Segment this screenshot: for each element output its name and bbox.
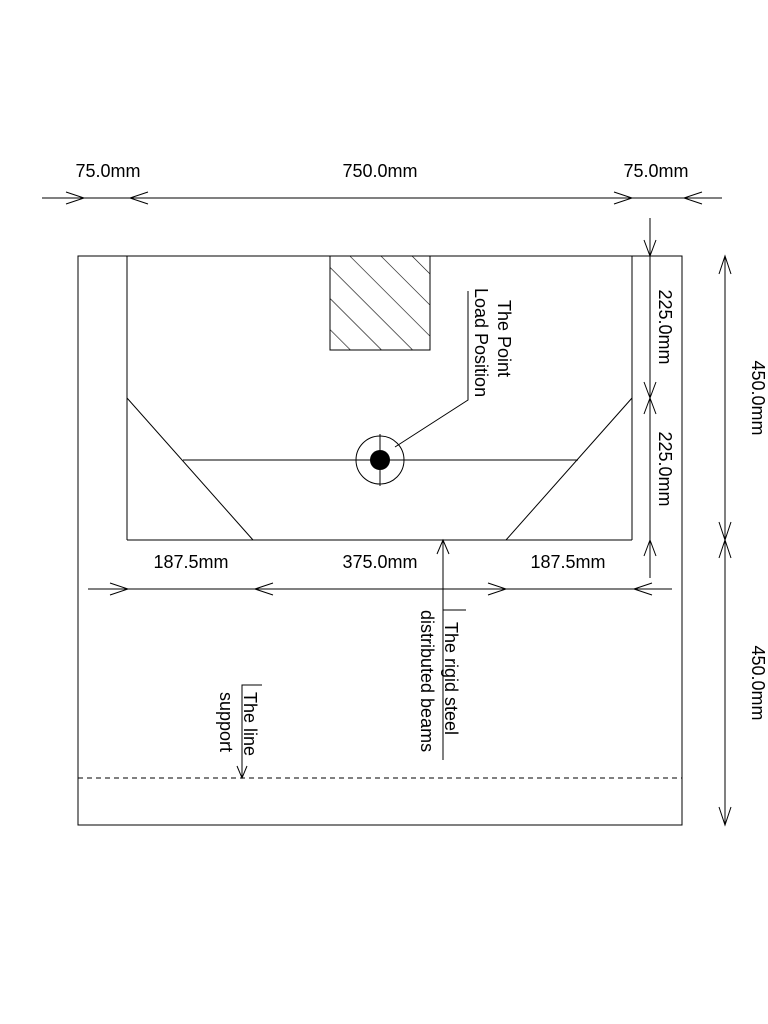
dim-vertical-lower: 225.0mm [655, 431, 675, 506]
dim-inner-right: 187.5mm [530, 552, 605, 572]
dim-outer-upper: 450.0mm [748, 360, 768, 435]
line-support-leader [241, 684, 262, 778]
dim-inner-middle: 375.0mm [342, 552, 417, 572]
support-label-line2: support [216, 692, 236, 752]
beams-label-line2: distributed beams [417, 610, 437, 752]
outer-vertical-dimension [718, 254, 732, 827]
point-load-symbol [354, 434, 406, 486]
hatched-block [329, 255, 431, 351]
point-load-label-line2: Load Position [471, 288, 491, 397]
dim-inner-left: 187.5mm [153, 552, 228, 572]
beams-label-line1: The rigid steel [441, 622, 461, 735]
point-load-leader [394, 291, 469, 448]
support-label-line1: The line [240, 692, 260, 756]
dim-outer-lower: 450.0mm [748, 645, 768, 720]
dim-top-right: 75.0mm [623, 161, 688, 181]
point-load-label-line1: The Point [494, 300, 514, 377]
inner-dimension-line [88, 582, 672, 596]
top-dimension-line [42, 191, 722, 205]
inner-vertical-dimension [643, 218, 657, 578]
dim-top-middle: 750.0mm [342, 161, 417, 181]
dim-top-left: 75.0mm [75, 161, 140, 181]
dim-vertical-upper: 225.0mm [655, 289, 675, 364]
